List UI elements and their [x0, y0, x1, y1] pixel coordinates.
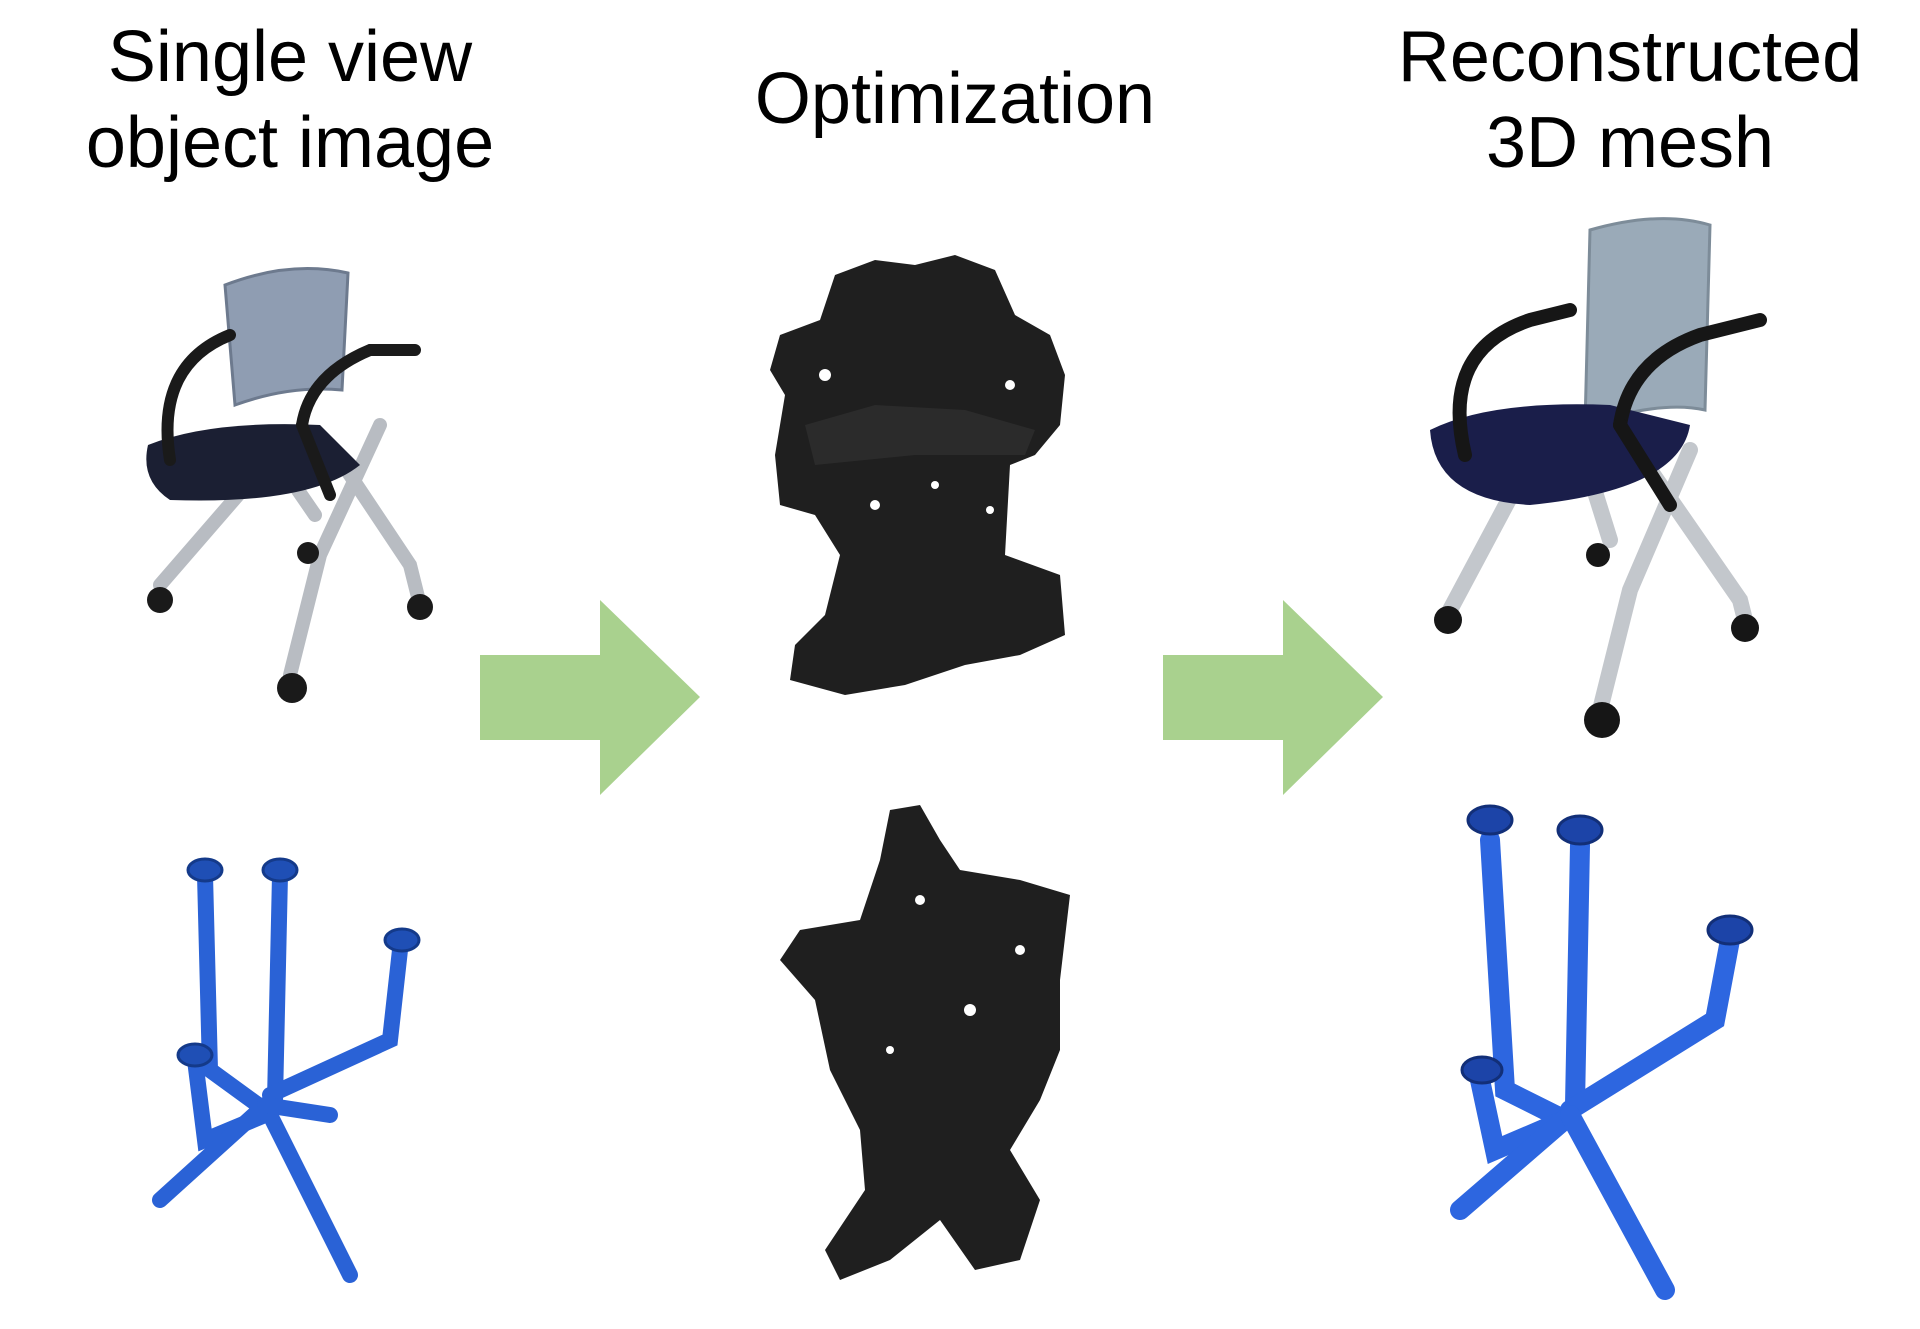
reconstructed-title-line1: Reconstructed: [1397, 17, 1863, 97]
optimization-stand-mesh: [780, 805, 1070, 1280]
arrow-right-icon: [1163, 600, 1383, 795]
reconstructed-stand-mesh: [1450, 804, 1754, 1300]
input-chair-image: [146, 267, 433, 703]
optimization-column-title: Optimization: [755, 56, 1155, 142]
arrow-right-icon: [480, 600, 700, 795]
optimization-title-line1: Optimization: [754, 59, 1156, 139]
input-column-title: Single view object image: [86, 14, 494, 186]
input-title-line2: object image: [85, 103, 495, 183]
input-stand-image: [152, 857, 421, 1283]
reconstructed-chair-mesh: [1430, 217, 1767, 738]
reconstructed-column-title: Reconstructed 3D mesh: [1398, 14, 1862, 186]
input-title-line1: Single view: [107, 17, 473, 97]
reconstructed-title-line2: 3D mesh: [1485, 103, 1775, 183]
optimization-chair-mesh: [770, 255, 1065, 695]
